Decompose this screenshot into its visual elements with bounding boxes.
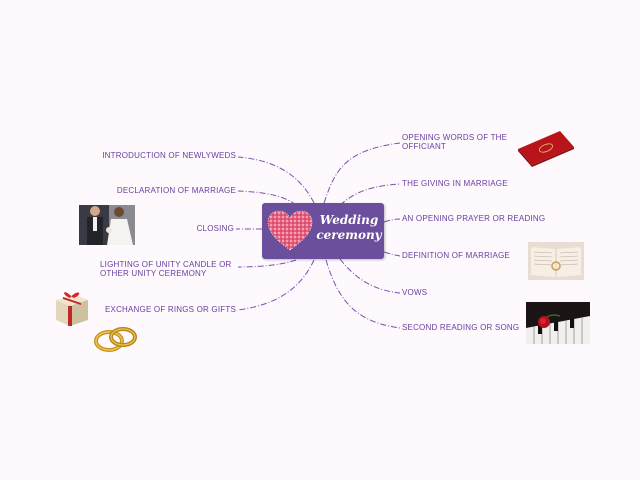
branch-unity-candle[interactable]: LIGHTING OF UNITY CANDLE OR OTHER UNITY … [100, 260, 232, 278]
gift-box-icon [56, 292, 88, 326]
center-title-line2: ceremony [316, 228, 382, 242]
gold-rings-icon [94, 327, 137, 352]
heart-collage-icon [266, 208, 314, 259]
branch-line-unity [237, 259, 297, 268]
branch-line-opening-prayer [383, 218, 401, 223]
branch-unity-candle-line1: LIGHTING OF UNITY CANDLE OR [100, 260, 232, 269]
branch-opening-words[interactable]: OPENING WORDS OF THE OFFICIANT [402, 133, 507, 151]
branch-giving-in-marriage[interactable]: THE GIVING IN MARRIAGE [402, 179, 508, 188]
branch-vows[interactable]: VOWS [402, 288, 428, 297]
center-title-line1: Wedding [319, 213, 379, 227]
open-bible-icon [528, 242, 584, 280]
couple-photo-icon [79, 205, 135, 245]
branch-definition-of-marriage[interactable]: DEFINITION OF MARRIAGE [402, 251, 510, 260]
branch-opening-words-line2: OFFICIANT [402, 142, 447, 151]
center-node[interactable]: Wedding ceremony [262, 203, 384, 259]
branch-line-second-reading [325, 259, 401, 329]
branch-line-vows [339, 258, 401, 294]
branch-line-giving [339, 183, 401, 206]
branch-declaration[interactable]: DECLARATION OF MARRIAGE [116, 186, 236, 195]
branch-line-definition [383, 251, 401, 257]
piano-rose-icon [526, 302, 590, 344]
branch-introduction[interactable]: INTRODUCTION OF NEWLYWEDS [102, 151, 236, 160]
branch-line-opening-words [323, 142, 401, 204]
branch-line-declaration [237, 190, 297, 206]
branch-opening-words-line1: OPENING WORDS OF THE [402, 133, 508, 142]
branch-closing[interactable]: CLOSING [196, 224, 234, 233]
red-booklet-icon [518, 131, 574, 167]
branch-line-exchange [237, 259, 315, 311]
branch-opening-prayer[interactable]: AN OPENING PRAYER OR READING [402, 214, 546, 223]
branch-line-introduction [237, 156, 315, 204]
center-title: Wedding ceremony [314, 213, 384, 243]
branch-exchange-rings[interactable]: EXCHANGE OF RINGS OR GIFTS [105, 305, 236, 314]
branch-unity-candle-line2: OTHER UNITY CEREMONY [100, 269, 207, 278]
branch-second-reading[interactable]: SECOND READING OR SONG [402, 323, 520, 332]
